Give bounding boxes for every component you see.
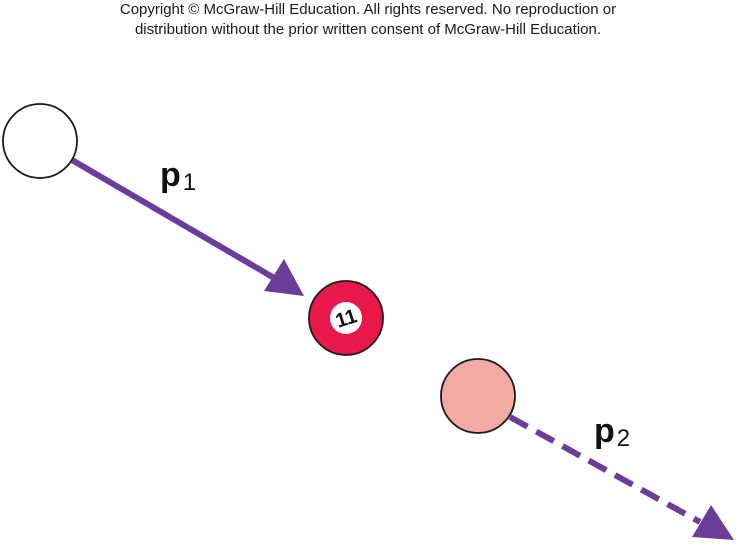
arrow-shaft-p1 <box>70 157 278 282</box>
faded-stripe <box>441 359 515 433</box>
arrowhead-p2 <box>692 505 734 540</box>
arrowhead-p1 <box>264 259 304 296</box>
copyright-line-1: Copyright © McGraw-Hill Education. All r… <box>119 1 617 18</box>
label-p1: p1 <box>160 156 196 196</box>
copyright-line-2: distribution without the prior written c… <box>134 21 602 38</box>
label-p2: p2 <box>594 412 630 452</box>
ball-number-circle <box>330 302 362 334</box>
cue-ball <box>2 103 78 179</box>
momentum-arrow-p2 <box>508 414 734 540</box>
ball-11: 11 <box>308 280 384 356</box>
copyright-notice: Copyright © McGraw-Hill Education. All r… <box>0 0 736 40</box>
momentum-arrow-p1 <box>70 157 304 296</box>
ball-faded <box>440 358 516 434</box>
arrow-shaft-p2 <box>508 414 702 525</box>
